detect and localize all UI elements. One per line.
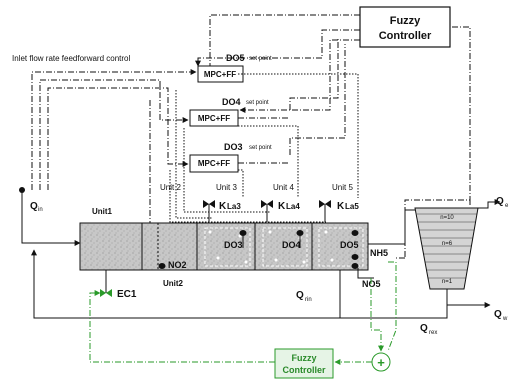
q-in-label: Q xyxy=(30,201,38,212)
fuzzy-controller-bottom-line2: Controller xyxy=(282,365,325,375)
unit1-label: Unit1 xyxy=(92,207,113,216)
do5-setpoint-suffix: set point xyxy=(249,56,272,62)
unit5-label: Unit 5 xyxy=(332,183,353,192)
q-rex-sub: rex xyxy=(429,330,437,336)
tank-unit2 xyxy=(141,222,198,271)
q-w-sub: w xyxy=(502,316,508,322)
mpc-ff-block-do4: MPC+FF xyxy=(189,109,239,127)
bioreactor-tanks xyxy=(79,222,369,271)
mpc-ff-block-do5: MPC+FF xyxy=(197,65,244,83)
fuzzy-controller-top: Fuzzy Controller xyxy=(359,6,451,48)
kla5-sub: La5 xyxy=(345,202,359,211)
inlet-flow: Q in xyxy=(19,187,81,246)
q-e-sub: e xyxy=(505,203,509,209)
mpc-ff-block-do3: MPC+FF xyxy=(189,154,239,173)
do4-sensor-label: DO4 xyxy=(282,240,301,250)
tank-unit4 xyxy=(254,222,313,271)
sum-junction-symbol: + xyxy=(377,355,385,370)
do3-setpoint-suffix: set point xyxy=(249,145,272,151)
settler-layer-bottom: n=1 xyxy=(442,279,453,285)
ec1-valve: EC1 xyxy=(100,270,137,300)
q-rin-sub: rin xyxy=(305,297,312,303)
inlet-feedforward-label: Inlet flow rate feedforward control xyxy=(12,54,131,63)
settler-layer-top: n=10 xyxy=(440,215,454,221)
do5-setpoint-label: DO5 xyxy=(226,53,245,63)
unit4-label: Unit 4 xyxy=(273,183,294,192)
sensors xyxy=(158,230,359,269)
fuzzy-controller-top-line1: Fuzzy xyxy=(390,15,421,27)
kla4-label: K xyxy=(278,201,286,212)
nh5-sensor-label: NH5 xyxy=(370,248,388,258)
no2-sensor-label: NO2 xyxy=(168,260,187,270)
kla4-sub: La4 xyxy=(286,202,300,211)
kla5-label: K xyxy=(337,201,345,212)
green-control-loop: Fuzzy Controller + xyxy=(89,261,397,379)
q-rin-label: Q xyxy=(296,290,304,301)
unit3-label: Unit 3 xyxy=(216,183,237,192)
q-rex-label: Q xyxy=(420,323,428,334)
unit2-top-label: Unit 2 xyxy=(160,183,181,192)
do5-sensor-label: DO5 xyxy=(340,240,359,250)
fuzzy-controller-top-line2: Controller xyxy=(379,30,432,42)
do3-setpoint-label: DO3 xyxy=(224,142,243,152)
q-in-sub: in xyxy=(38,207,43,213)
mpc-ff-label-5: MPC+FF xyxy=(204,70,236,79)
settler-layer-mid: n=6 xyxy=(442,241,453,247)
do4-setpoint-suffix: set point xyxy=(246,100,269,106)
ec1-label: EC1 xyxy=(117,289,137,300)
fuzzy-controller-bottom-line1: Fuzzy xyxy=(291,353,316,363)
kla5-valve: K La5 xyxy=(319,200,359,222)
do4-setpoint-label: DO4 xyxy=(222,97,241,107)
unit2-bottom-label: Unit2 xyxy=(163,279,184,288)
q-e-label: Q xyxy=(496,196,504,207)
q-w-label: Q xyxy=(494,309,502,320)
do3-sensor-label: DO3 xyxy=(224,240,243,250)
mpc-ff-label-3: MPC+FF xyxy=(198,159,230,168)
kla3-label: K xyxy=(219,201,227,212)
settler: n=10 n=6 n=1 xyxy=(414,207,479,290)
kla3-sub: La3 xyxy=(227,202,241,211)
mpc-ff-label-4: MPC+FF xyxy=(198,114,230,123)
kla4-valve: K La4 xyxy=(261,200,300,222)
feedforward-lines xyxy=(31,69,197,190)
tank-unit1 xyxy=(79,222,143,271)
kla3-valve: K La3 xyxy=(203,200,241,222)
